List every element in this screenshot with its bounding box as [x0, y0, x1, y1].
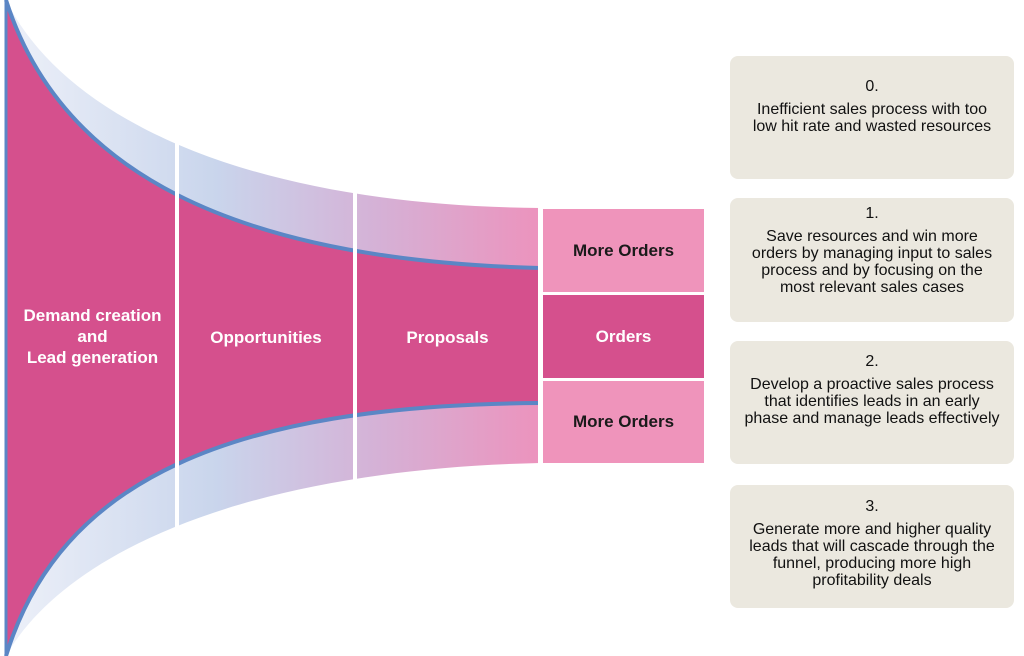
- stage-label-proposals: Proposals: [406, 327, 489, 347]
- info-text-2: Develop a proactive sales process that i…: [744, 376, 1000, 427]
- info-text-0: Inefficient sales process with too low h…: [752, 101, 992, 135]
- info-box-0: 0. Inefficient sales process with too lo…: [730, 56, 1014, 179]
- info-number-3: 3.: [865, 498, 879, 515]
- info-number-0: 0.: [865, 78, 879, 95]
- more-orders-top: More Orders: [543, 209, 704, 292]
- stage-label-opportunities: Opportunities: [210, 327, 322, 347]
- info-box-1: 1. Save resources and win more orders by…: [730, 198, 1014, 322]
- funnel-graphic: [4, 0, 543, 656]
- stage-label-demand: Demand creation and Lead generation: [23, 305, 162, 367]
- more-orders-top-label: More Orders: [572, 240, 675, 260]
- divider-1: [175, 140, 179, 530]
- divider-2: [353, 192, 357, 480]
- orders-middle: Orders: [543, 295, 704, 378]
- info-text-3: Generate more and higher quality leads t…: [749, 521, 995, 589]
- info-text-1: Save resources and win more orders by ma…: [751, 228, 993, 296]
- funnel-lower-wing: [6, 403, 540, 656]
- divider-3: [538, 205, 543, 467]
- more-orders-bottom-label: More Orders: [572, 412, 675, 431]
- info-box-3: 3. Generate more and higher quality lead…: [730, 485, 1014, 608]
- info-number-2: 2.: [865, 353, 879, 370]
- funnel-core: [6, 0, 540, 656]
- orders-middle-label: Orders: [595, 326, 652, 346]
- info-box-2: 2. Develop a proactive sales process tha…: [730, 341, 1014, 464]
- info-number-1: 1.: [865, 205, 879, 222]
- funnel-upper-wing: [6, 0, 540, 268]
- more-orders-bottom: More Orders: [543, 381, 704, 463]
